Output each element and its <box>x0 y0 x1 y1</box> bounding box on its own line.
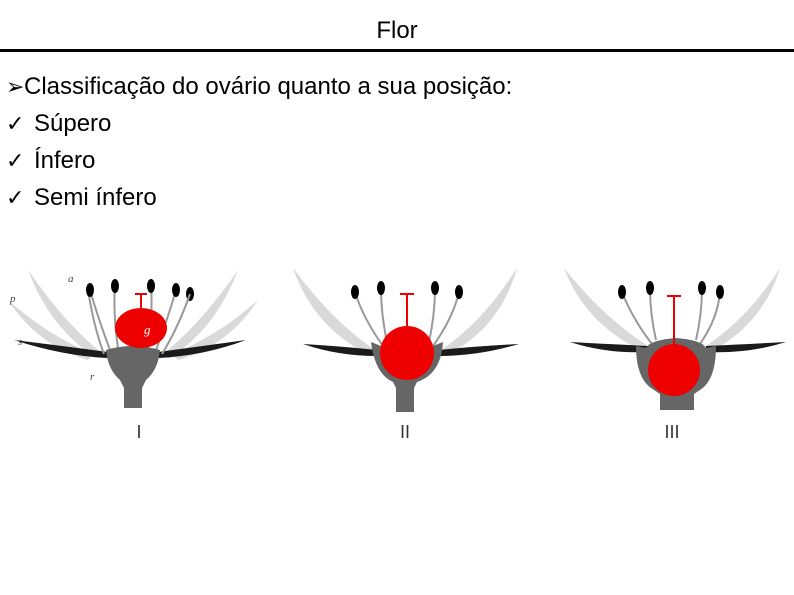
sepal-shape <box>158 340 246 358</box>
checkmark-icon: ✓ <box>6 112 25 137</box>
anther-shape <box>351 285 359 299</box>
figure-numeral: III <box>664 422 679 442</box>
ovary-group: g <box>115 293 167 348</box>
bullet-list: ➢ Classificação do ovário quanto a sua p… <box>6 68 512 216</box>
slide-title: Flor <box>376 17 418 44</box>
stamen-group <box>618 281 724 345</box>
anther-shape <box>86 283 94 297</box>
anther-shape <box>172 283 180 297</box>
arrow-bullet-icon: ➢ <box>6 75 25 100</box>
petal-shape <box>706 268 780 350</box>
figure-numeral: I <box>136 422 141 442</box>
bullet-item-label: Semi ínfero <box>34 184 157 211</box>
filament-line <box>695 287 703 341</box>
part-label: p <box>9 293 16 305</box>
ovary-group <box>380 293 434 380</box>
flower-inferior-illustration: II <box>293 268 519 442</box>
bullet-item-label: Súpero <box>34 110 112 137</box>
anther-shape <box>377 281 385 295</box>
bullet-item: ✓ Súpero <box>6 105 512 142</box>
flower-diagram-semi-inferior: III <box>552 258 794 448</box>
checkmark-icon: ✓ <box>6 186 25 211</box>
title-rule <box>0 49 794 52</box>
filament-line <box>380 287 388 343</box>
anther-shape <box>147 279 155 293</box>
petal-shape <box>293 268 375 354</box>
ovary-group <box>648 295 700 396</box>
part-labels: a p s r <box>9 273 95 383</box>
flower-diagram-inferior: II <box>283 258 533 448</box>
petal-group <box>564 268 780 350</box>
bullet-item: ✓ Ínfero <box>6 142 512 179</box>
petal-shape <box>564 268 648 350</box>
receptacle-shape <box>106 346 160 408</box>
filament-line <box>87 289 105 355</box>
sepal-group <box>14 340 246 358</box>
anther-shape <box>111 279 119 293</box>
flower-diagram-superior: g a p s r I <box>8 258 258 448</box>
anther-shape <box>455 285 463 299</box>
anther-shape <box>646 281 654 295</box>
ovary-shape <box>648 344 700 396</box>
filament-line <box>428 287 436 343</box>
sepal-shape <box>439 344 519 356</box>
petal-group <box>293 268 517 354</box>
part-label: a <box>68 273 74 285</box>
anther-shape <box>716 285 724 299</box>
anther-shape <box>618 285 626 299</box>
part-label: r <box>90 371 95 383</box>
filament-line <box>699 291 721 345</box>
bullet-item: ✓ Semi ínfero <box>6 179 512 216</box>
anther-shape <box>431 281 439 295</box>
bullet-heading: ➢ Classificação do ovário quanto a sua p… <box>6 68 512 105</box>
bullet-heading-text: Classificação do ovário quanto a sua pos… <box>24 73 513 100</box>
petal-shape <box>441 268 517 354</box>
ovary-label: g <box>144 322 151 337</box>
filament-line <box>354 291 384 347</box>
anther-shape <box>698 281 706 295</box>
filament-line <box>649 287 657 341</box>
figure-numeral: II <box>400 422 410 442</box>
sepal-shape <box>570 342 648 353</box>
sepal-shape <box>14 340 108 358</box>
flower-semi-inferior-illustration: III <box>564 268 786 442</box>
checkmark-icon: ✓ <box>6 149 25 174</box>
filament-line <box>161 293 191 355</box>
ovary-shape <box>380 326 434 380</box>
petal-group <box>8 270 258 360</box>
sepal-shape <box>706 342 786 353</box>
filament-line <box>113 285 119 349</box>
sepal-group <box>303 344 519 356</box>
filament-line <box>432 291 460 347</box>
flower-superior-illustration: g a p s r I <box>8 270 258 442</box>
petal-shape <box>8 300 94 360</box>
bullet-item-label: Ínfero <box>34 147 96 174</box>
part-label: s <box>18 336 22 348</box>
ovary-shape <box>115 308 167 348</box>
sepal-group <box>570 342 786 353</box>
petal-shape <box>172 300 258 360</box>
sepal-shape <box>303 344 377 356</box>
